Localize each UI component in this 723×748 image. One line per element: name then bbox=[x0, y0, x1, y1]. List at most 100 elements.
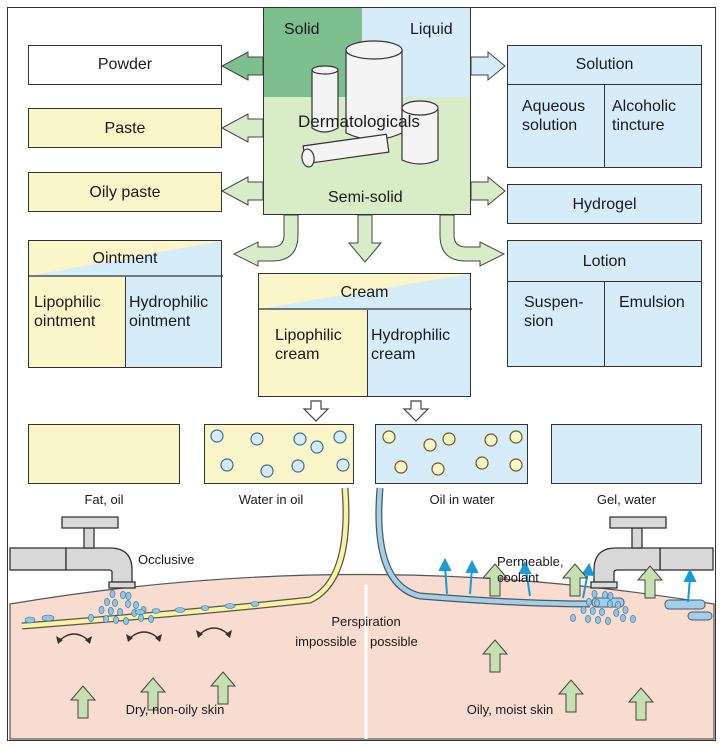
water-drop bbox=[98, 606, 105, 614]
possible-label: possible bbox=[370, 634, 418, 649]
water-drop bbox=[622, 606, 629, 614]
alcoholic-tincture-label: Alcoholic tincture bbox=[612, 98, 677, 134]
gel-water-label: Gel, water bbox=[596, 492, 657, 507]
water-drop bbox=[599, 608, 605, 616]
arrow-to-powder bbox=[220, 51, 264, 81]
water-in-oil-label: Water in oil bbox=[238, 492, 304, 507]
oil-droplets bbox=[382, 430, 523, 476]
water-drop bbox=[580, 606, 587, 614]
water-drop bbox=[148, 615, 154, 623]
water-drop bbox=[591, 590, 598, 598]
emulsion-label: Emulsion bbox=[619, 294, 685, 311]
water-drop bbox=[138, 614, 144, 622]
water-drop bbox=[586, 598, 592, 606]
water-drop bbox=[615, 601, 621, 609]
arrow-to-oily-paste bbox=[220, 176, 264, 206]
sweat-arrow bbox=[557, 679, 585, 713]
water-drop bbox=[125, 592, 132, 600]
hydrophilic-ointment-label: Hydrophilic ointment bbox=[129, 294, 209, 330]
sweat-arrow bbox=[481, 639, 509, 673]
dermatologicals-box: Solid Liquid Dermatologicals Semi-solid bbox=[263, 7, 471, 215]
sweat-arrow bbox=[69, 685, 97, 719]
cream-box: Cream Lipophilic cream Hydrophilic cream bbox=[258, 273, 472, 397]
water-drop bbox=[120, 591, 126, 599]
lipophilic-ointment-label: Lipophilic ointment bbox=[34, 294, 101, 330]
paste-label: Paste bbox=[104, 120, 146, 137]
water-drop bbox=[589, 607, 596, 615]
hydrogel-label: Hydrogel bbox=[572, 196, 637, 213]
ointment-header-bg bbox=[29, 241, 223, 277]
powder-label: Powder bbox=[97, 56, 153, 73]
water-drop bbox=[620, 614, 626, 622]
solution-vdivider bbox=[604, 84, 605, 167]
water-drop bbox=[607, 592, 614, 600]
powder-box: Powder bbox=[28, 45, 222, 85]
blue-flow-inner bbox=[376, 487, 591, 607]
arrow-to-lotion bbox=[439, 214, 506, 267]
lipophilic-ointment-cell bbox=[29, 277, 126, 367]
hydrogel-box: Hydrogel bbox=[507, 184, 702, 224]
oil-in-water-label: Oil in water bbox=[429, 492, 495, 507]
impossible-label: impossible bbox=[295, 634, 357, 649]
solution-title: Solution bbox=[575, 56, 634, 73]
lotion-vdivider bbox=[604, 281, 605, 366]
water-drop bbox=[605, 617, 611, 625]
oily-skin-label: Oily, moist skin bbox=[466, 702, 554, 717]
water-drop bbox=[117, 608, 123, 616]
aqueous-solution-label: Aqueous solution bbox=[522, 98, 586, 134]
sweat-arrow bbox=[139, 677, 167, 711]
water-drop bbox=[104, 598, 110, 606]
water-drop bbox=[107, 607, 114, 615]
oily-paste-label: Oily paste bbox=[89, 184, 161, 201]
water-drop bbox=[630, 615, 636, 623]
lipophilic-cream-cell bbox=[259, 310, 368, 396]
oily-paste-box: Oily paste bbox=[28, 172, 222, 212]
arrow-to-solution bbox=[470, 50, 506, 82]
sweat-arrow bbox=[561, 563, 589, 597]
lipophilic-cream-label: Lipophilic cream bbox=[275, 327, 342, 363]
hydrophilic-cream-label: Hydrophilic cream bbox=[371, 327, 451, 363]
perspiration-label: Perspiration bbox=[331, 614, 401, 629]
fat-oil-box bbox=[28, 424, 180, 484]
blue-patch bbox=[687, 611, 713, 621]
semisolid-label: Semi-solid bbox=[328, 189, 403, 206]
water-drop bbox=[123, 617, 129, 625]
water-drop bbox=[602, 591, 608, 599]
left-tap bbox=[9, 516, 136, 589]
fat-oil-label: Fat, oil bbox=[84, 492, 124, 507]
ointment-box: Ointment Lipophilic ointment Hydrophilic… bbox=[28, 240, 223, 368]
gel-water-box bbox=[551, 424, 702, 484]
water-drop bbox=[125, 600, 131, 608]
paste-box: Paste bbox=[28, 108, 222, 148]
sweat-arrow bbox=[636, 565, 664, 599]
water-in-oil-box bbox=[204, 424, 354, 484]
cream-title: Cream bbox=[340, 284, 389, 301]
water-drop bbox=[133, 601, 139, 609]
water-drop bbox=[112, 599, 118, 607]
solution-box: Solution Aqueous solution Alcoholic tinc… bbox=[507, 45, 702, 168]
water-drop bbox=[113, 616, 119, 624]
right-tap bbox=[590, 516, 714, 589]
water-drop bbox=[570, 614, 576, 622]
lotion-box: Lotion Suspen- sion Emulsion bbox=[507, 240, 702, 367]
sweat-arrow bbox=[209, 671, 237, 705]
cream-header-bg bbox=[259, 274, 472, 310]
sweat-arrow bbox=[481, 563, 509, 597]
suspension-label: Suspen- sion bbox=[524, 294, 584, 330]
permeable-label: Permeable, coolant bbox=[497, 554, 564, 585]
dermatologicals-label: Dermatologicals bbox=[298, 112, 420, 131]
occlusive-label: Occlusive bbox=[138, 552, 195, 567]
water-drop bbox=[103, 615, 109, 623]
solid-label: Solid bbox=[284, 21, 320, 38]
water-drop bbox=[585, 615, 591, 623]
water-drop bbox=[607, 600, 613, 608]
arrow-to-paste bbox=[220, 113, 264, 143]
dry-skin-label: Dry, non-oily skin bbox=[125, 702, 225, 717]
ointment-title: Ointment bbox=[92, 250, 158, 267]
arrow-cream-to-wio bbox=[302, 400, 330, 422]
arrow-cream-to-oiw bbox=[402, 400, 430, 422]
lotion-title: Lotion bbox=[582, 253, 627, 270]
water-drop bbox=[594, 599, 600, 607]
liquid-label: Liquid bbox=[410, 21, 453, 38]
water-drop bbox=[88, 614, 94, 622]
